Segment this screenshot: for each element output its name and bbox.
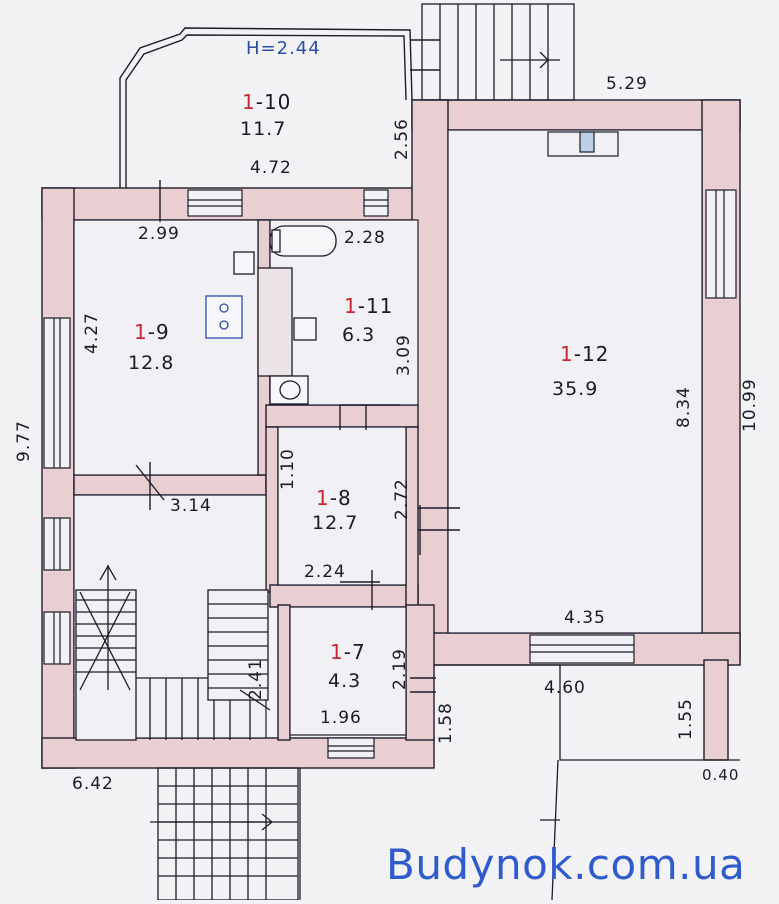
room-id-prefix: 1 xyxy=(242,90,256,114)
room-1-7-area: 4.3 xyxy=(328,670,362,692)
dimension-label: 1.10 xyxy=(278,448,298,490)
dimension-label: 6.42 xyxy=(72,774,114,794)
room-id-suffix: -12 xyxy=(573,342,610,366)
room-1-11-id: 1-11 xyxy=(344,296,393,316)
room-id-prefix: 1 xyxy=(134,320,148,344)
room-id-prefix: 1 xyxy=(560,342,574,366)
dimension-label: 3.14 xyxy=(170,496,212,516)
room-id-prefix: 1 xyxy=(330,640,344,664)
interior-staircase xyxy=(75,564,271,741)
dimension-label: 8.34 xyxy=(674,386,694,428)
room-id-prefix: 1 xyxy=(316,486,330,510)
dimension-label: 2.41 xyxy=(246,658,266,700)
dimension-label: 5.29 xyxy=(606,74,648,94)
dimension-label: 4.35 xyxy=(564,608,606,628)
room-1-12-area: 35.9 xyxy=(552,378,599,400)
dimension-label: 10.99 xyxy=(740,378,760,432)
dimension-label: 9.77 xyxy=(14,420,34,462)
room-id-suffix: -9 xyxy=(147,320,170,344)
dimension-label: 2.72 xyxy=(392,478,412,520)
room-id-suffix: -8 xyxy=(329,486,352,510)
room-1-8-area: 12.7 xyxy=(312,512,359,534)
room-1-10-id: 1-10 xyxy=(242,92,291,112)
windows xyxy=(43,131,737,759)
room-id-prefix: 1 xyxy=(344,294,358,318)
dimension-label: 1.96 xyxy=(320,708,362,728)
terrace-outline xyxy=(434,664,740,901)
dimension-label: 1.58 xyxy=(436,702,456,744)
dimension-label: 2.28 xyxy=(344,228,386,248)
room-1-9-id: 1-9 xyxy=(134,322,170,342)
room-id-suffix: -11 xyxy=(357,294,394,318)
door-ticks xyxy=(135,39,460,693)
room-1-8-id: 1-8 xyxy=(316,488,352,508)
dimension-label: 3.09 xyxy=(394,334,414,376)
dimension-label: 0.40 xyxy=(702,766,740,784)
dimension-label: 1.55 xyxy=(676,698,696,740)
room-1-12-id: 1-12 xyxy=(560,344,609,364)
dimension-label: 4.72 xyxy=(250,158,292,178)
dimension-label: 4.60 xyxy=(544,678,586,698)
dimension-label: 2.99 xyxy=(138,224,180,244)
ceiling-height-label: H=2.44 xyxy=(246,38,321,59)
exterior-stairs xyxy=(150,3,575,901)
bathroom-fixtures xyxy=(205,225,337,405)
balcony-outline xyxy=(119,27,413,188)
room-1-7-id: 1-7 xyxy=(330,642,366,662)
room-1-10-area: 11.7 xyxy=(240,118,287,140)
room-id-suffix: -10 xyxy=(255,90,292,114)
dimension-label: 2.56 xyxy=(392,118,412,160)
watermark: Budynok.com.ua xyxy=(386,840,746,889)
room-1-11-area: 6.3 xyxy=(342,324,376,346)
dimension-label: 2.24 xyxy=(304,562,346,582)
dimension-label: 4.27 xyxy=(82,312,102,354)
room-id-suffix: -7 xyxy=(343,640,366,664)
room-1-9-area: 12.8 xyxy=(128,352,175,374)
dimension-label: 2.19 xyxy=(390,648,410,690)
